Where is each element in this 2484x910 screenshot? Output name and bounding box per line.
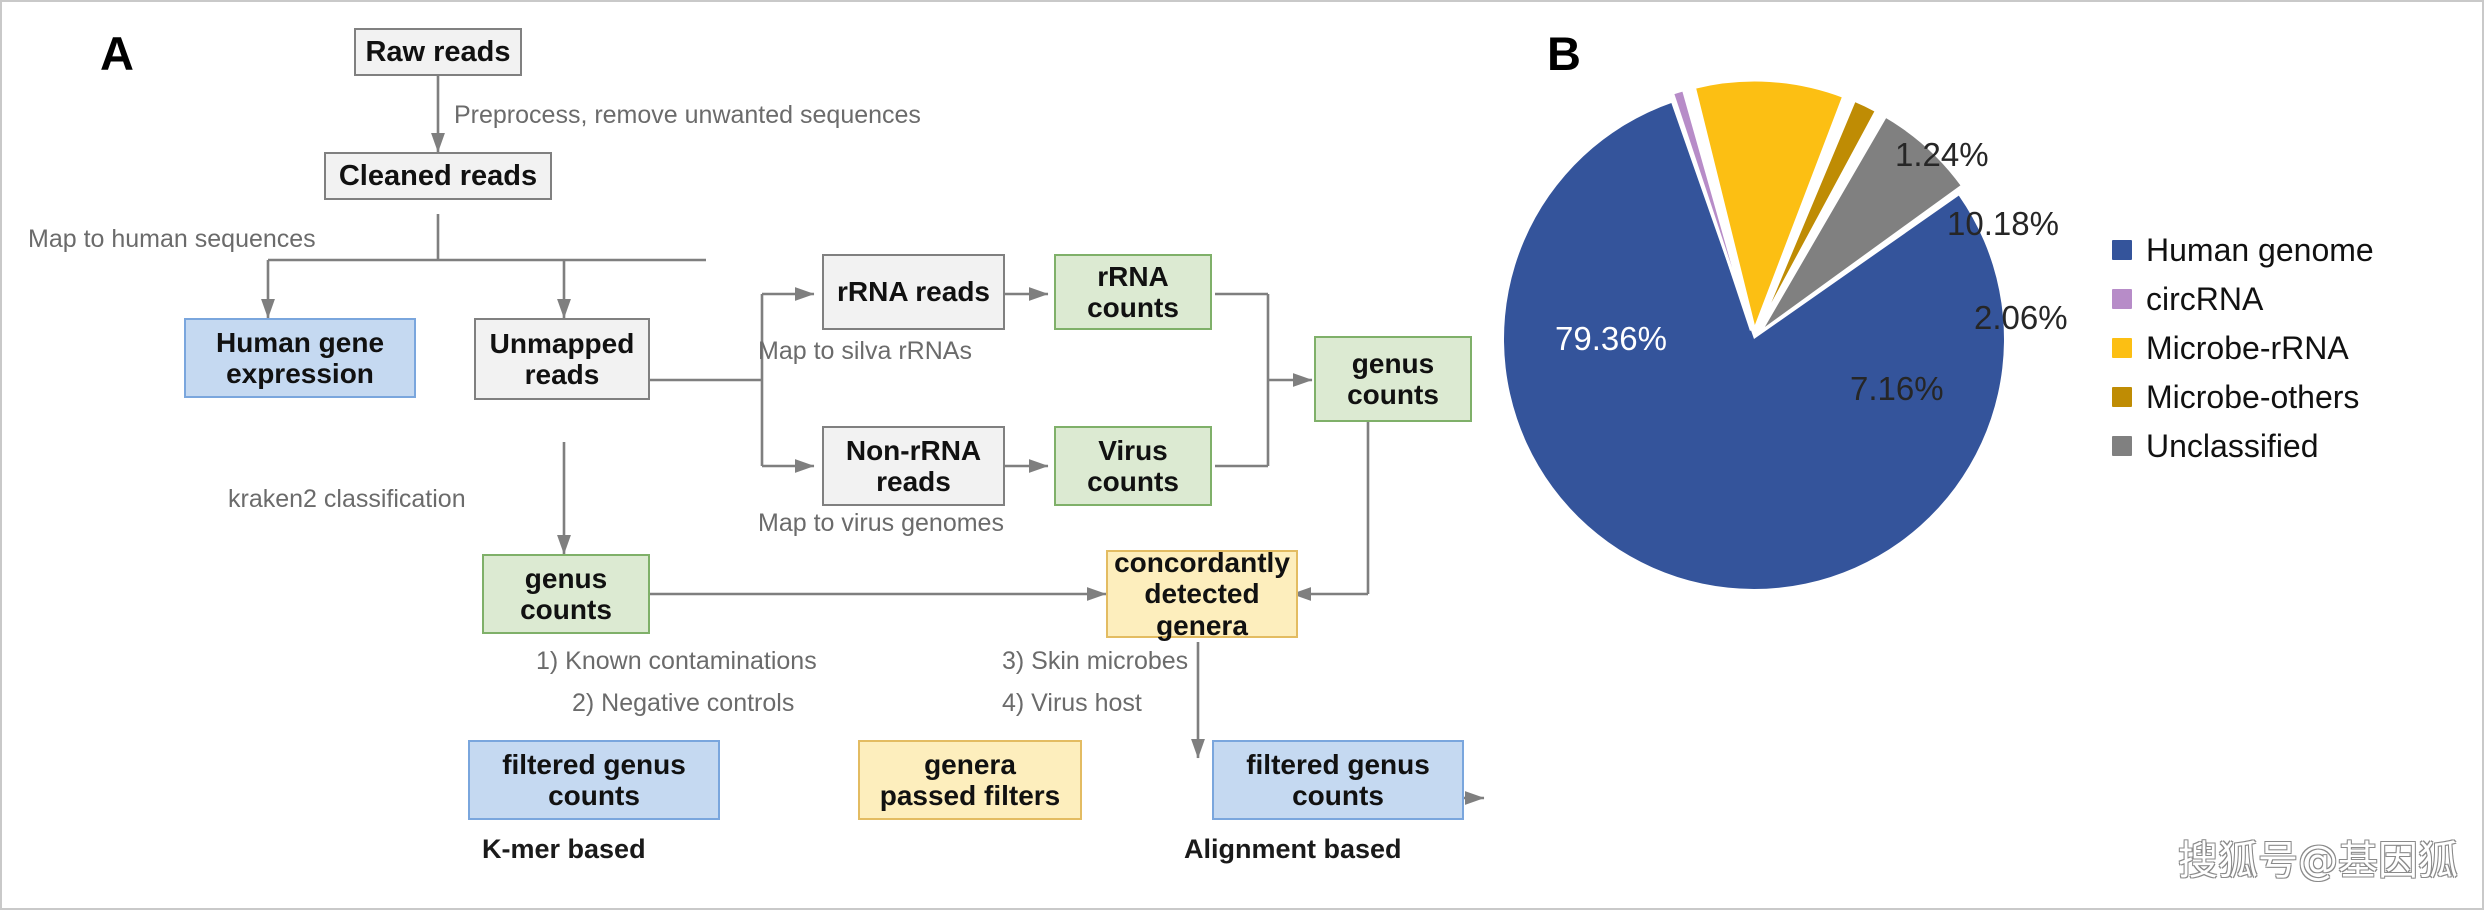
- node-label: rRNA counts: [1087, 260, 1179, 323]
- node-rrna-reads[interactable]: rRNA reads: [822, 254, 1005, 330]
- pie-label-microbe-others: 2.06%: [1974, 299, 2068, 336]
- annotation-filter-3: 3) Skin microbes: [1002, 647, 1189, 675]
- node-label: filtered genus counts: [502, 748, 686, 811]
- node-label: filtered genus counts: [1246, 748, 1430, 811]
- node-genus-counts-alignment[interactable]: genus counts: [1314, 336, 1472, 422]
- node-cleaned-reads[interactable]: Cleaned reads: [324, 152, 552, 200]
- pie-slice[interactable]: [1692, 78, 1846, 336]
- annotation-filter-4: 4) Virus host: [1002, 689, 1142, 717]
- pie-label-human-genome: 79.36%: [1555, 320, 1667, 357]
- node-concordantly-detected-genera[interactable]: concordantly detected genera: [1106, 546, 1298, 641]
- node-label: Unmapped reads: [489, 327, 635, 390]
- pie-chart-svg: [1504, 78, 2004, 589]
- pie-slice[interactable]: [1758, 114, 1965, 334]
- node-label: genera passed filters: [879, 748, 1061, 811]
- node-label: Virus counts: [1087, 434, 1179, 497]
- annotation-kraken2: kraken2 classification: [228, 485, 466, 513]
- node-genera-passed-filters[interactable]: genera passed filters: [858, 740, 1082, 820]
- node-unmapped-reads[interactable]: Unmapped reads: [474, 318, 650, 400]
- annotation-map-virus: Map to virus genomes: [758, 509, 1004, 537]
- node-label: genus counts: [1347, 347, 1439, 410]
- legend-swatch-icon: [2112, 338, 2132, 358]
- legend-swatch-icon: [2112, 289, 2132, 309]
- annotation-preprocess: Preprocess, remove unwanted sequences: [454, 101, 921, 129]
- legend-label: Human genome: [2146, 232, 2374, 268]
- node-label: Raw reads: [365, 35, 511, 68]
- node-label: genus counts: [520, 562, 612, 625]
- panel-letter-b: B: [1547, 27, 1581, 80]
- node-human-gene-expression[interactable]: Human gene expression: [184, 318, 416, 398]
- legend-swatch-icon: [2112, 240, 2132, 260]
- pie-label-microbe-rrna: 10.18%: [1947, 205, 2059, 242]
- legend-label: Unclassified: [2146, 428, 2319, 464]
- node-rrna-counts[interactable]: rRNA counts: [1054, 254, 1212, 330]
- pie-slice[interactable]: [1504, 103, 2004, 589]
- pie-label-circrna: 1.24%: [1895, 136, 1989, 173]
- legend-swatch-icon: [2112, 387, 2132, 407]
- panel-letter-a: A: [100, 27, 134, 80]
- legend-item-unclassified[interactable]: Unclassified: [2112, 430, 2374, 462]
- legend-item-microbe-rrna[interactable]: Microbe-rRNA: [2112, 332, 2374, 364]
- node-label: Cleaned reads: [338, 159, 538, 192]
- pie-legend: Human genome circRNA Microbe-rRNA Microb…: [2112, 234, 2374, 479]
- legend-label: Microbe-rRNA: [2146, 330, 2349, 366]
- legend-label: circRNA: [2146, 281, 2264, 317]
- pie-slice[interactable]: [1756, 98, 1879, 332]
- legend-item-human-genome[interactable]: Human genome: [2112, 234, 2374, 266]
- node-filtered-genus-counts-left[interactable]: filtered genus counts: [468, 740, 720, 820]
- node-label: Human gene expression: [215, 326, 385, 389]
- node-label: Non-rRNA reads: [845, 434, 982, 497]
- node-genus-counts-kmer[interactable]: genus counts: [482, 554, 650, 634]
- caption-alignment-based: Alignment based: [1184, 834, 1402, 864]
- legend-label: Microbe-others: [2146, 379, 2360, 415]
- pie-slice[interactable]: [1670, 87, 1753, 331]
- annotation-map-silva: Map to silva rRNAs: [758, 337, 972, 365]
- node-label: concordantly detected genera: [1114, 546, 1290, 641]
- annotation-filter-1: 1) Known contaminations: [536, 647, 817, 675]
- watermark: 搜狐号@基因狐: [2178, 838, 2458, 884]
- annotation-map-human: Map to human sequences: [28, 225, 316, 253]
- node-filtered-genus-counts-right[interactable]: filtered genus counts: [1212, 740, 1464, 820]
- caption-kmer-based: K-mer based: [482, 834, 646, 864]
- node-label: rRNA reads: [836, 276, 990, 308]
- annotation-filter-2: 2) Negative controls: [572, 689, 795, 717]
- legend-swatch-icon: [2112, 436, 2132, 456]
- node-virus-counts[interactable]: Virus counts: [1054, 426, 1212, 506]
- node-raw-reads[interactable]: Raw reads: [354, 28, 522, 76]
- pie-label-unclassified: 7.16%: [1850, 370, 1944, 407]
- legend-item-circrna[interactable]: circRNA: [2112, 283, 2374, 315]
- node-non-rrna-reads[interactable]: Non-rRNA reads: [822, 426, 1005, 506]
- legend-item-microbe-others[interactable]: Microbe-others: [2112, 381, 2374, 413]
- pie-chart: [1482, 57, 2102, 617]
